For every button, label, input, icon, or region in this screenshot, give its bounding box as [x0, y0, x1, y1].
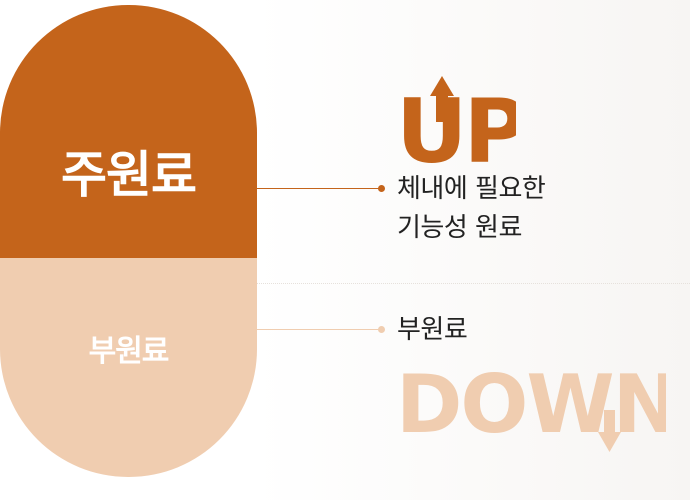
- arrow-down-icon: [598, 410, 621, 452]
- main-connector-dot: [378, 185, 385, 192]
- main-ingredient-label: 주원료: [61, 146, 197, 204]
- down-word-text: DOWN: [396, 360, 666, 451]
- sub-connector-line: [257, 329, 379, 330]
- capsule: [0, 5, 257, 477]
- up-word-text: UP: [396, 80, 516, 170]
- sub-ingredient-label: 부원료: [88, 334, 170, 369]
- sub-ingredient-description: 부원료: [397, 315, 468, 345]
- down-wordmark: DOWN: [396, 360, 666, 452]
- background-panel: [255, 0, 690, 500]
- main-description-line-1: 체내에 필요한: [397, 174, 546, 204]
- up-wordmark: UP: [396, 76, 516, 170]
- main-description-line-2: 기능성 원료: [397, 213, 522, 243]
- capsule-top-half: [0, 5, 257, 258]
- section-divider: [255, 283, 690, 284]
- sub-connector-dot: [378, 326, 385, 333]
- main-ingredient-description: 체내에 필요한 기능성 원료: [397, 170, 657, 248]
- arrow-up-icon: [430, 76, 454, 122]
- capsule-bottom-half: [0, 258, 257, 477]
- main-connector-line: [257, 188, 379, 189]
